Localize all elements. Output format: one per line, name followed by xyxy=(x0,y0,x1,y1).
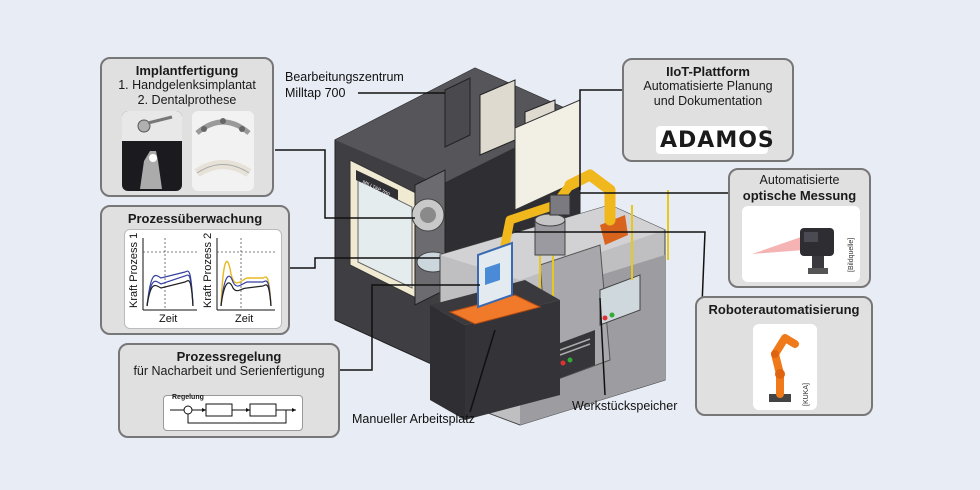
optical-box: Automatisierte optische Messung [Bildque… xyxy=(728,168,871,288)
force-plots xyxy=(142,238,275,311)
kuka-robot-image: [KUKA] xyxy=(753,324,817,410)
monitoring-box: Prozessüberwachung Kraft Prozess 1 Kraft… xyxy=(100,205,290,335)
plot1-xlabel: Zeit xyxy=(159,313,178,325)
control-subtitle: für Nacharbeit und Serienfertigung xyxy=(133,364,325,378)
adamos-logo-frame: ADAMOS xyxy=(656,126,774,154)
control-block-label: Regelung xyxy=(172,394,204,401)
series-yellow-1 xyxy=(220,260,272,307)
manual-workstation-label: Manueller Arbeitsplatz xyxy=(352,412,475,426)
machining-center-label-1: Bearbeitungszentrum xyxy=(285,70,404,84)
monitoring-plot-area: Kraft Prozess 1 Kraft Prozess 2 Zeit Zei… xyxy=(124,229,282,329)
implant-title: Implantfertigung xyxy=(135,63,239,78)
robot-credit: [KUKA] xyxy=(803,383,810,406)
robot-box: Roboterautomatisierung [KUKA] xyxy=(695,296,873,416)
optical-credit: [Bildquelle] xyxy=(848,237,855,272)
robot-gripper xyxy=(549,194,571,216)
machining-center-label-2: Milltap 700 xyxy=(285,86,346,100)
plot1-ylabel: Kraft Prozess 1 xyxy=(128,232,140,308)
storage-panel xyxy=(555,330,595,380)
iiot-line-2: und Dokumentation xyxy=(653,94,763,108)
monitoring-title: Prozessüberwachung xyxy=(127,211,263,226)
dental-prosthesis-image xyxy=(192,111,254,191)
iiot-title: IIoT-Plattform xyxy=(666,64,750,79)
optical-title-bold: optische Messung xyxy=(742,188,857,203)
connector-lines xyxy=(275,89,728,413)
control-box: Prozessregelung für Nacharbeit und Serie… xyxy=(118,343,340,438)
plot2-xlabel: Zeit xyxy=(235,313,254,325)
series-blue-1 xyxy=(146,270,194,307)
plot2-ylabel: Kraft Prozess 2 xyxy=(202,232,214,308)
optical-sensor-image: [Bildquelle] xyxy=(742,206,860,282)
implant-box: Implantfertigung 1. Handgelenksimplantat… xyxy=(100,57,274,197)
workpiece-storage-label: Werkstückspeicher xyxy=(572,399,678,413)
implant-line-2: 2. Dentalprothese xyxy=(137,93,237,107)
iiot-line-1: Automatisierte Planung xyxy=(643,79,773,93)
control-loop-diagram: Regelung xyxy=(163,394,303,431)
robot-title: Roboterautomatisierung xyxy=(708,302,860,317)
adamos-logo: ADAMOS xyxy=(660,128,775,153)
implant-line-1: 1. Handgelenksimplantat xyxy=(118,78,256,92)
iiot-box: IIoT-Plattform Automatisierte Planung un… xyxy=(622,58,794,162)
wrist-implant-image xyxy=(122,111,182,191)
optical-title-top: Automatisierte xyxy=(759,173,840,187)
control-title: Prozessregelung xyxy=(176,349,282,364)
